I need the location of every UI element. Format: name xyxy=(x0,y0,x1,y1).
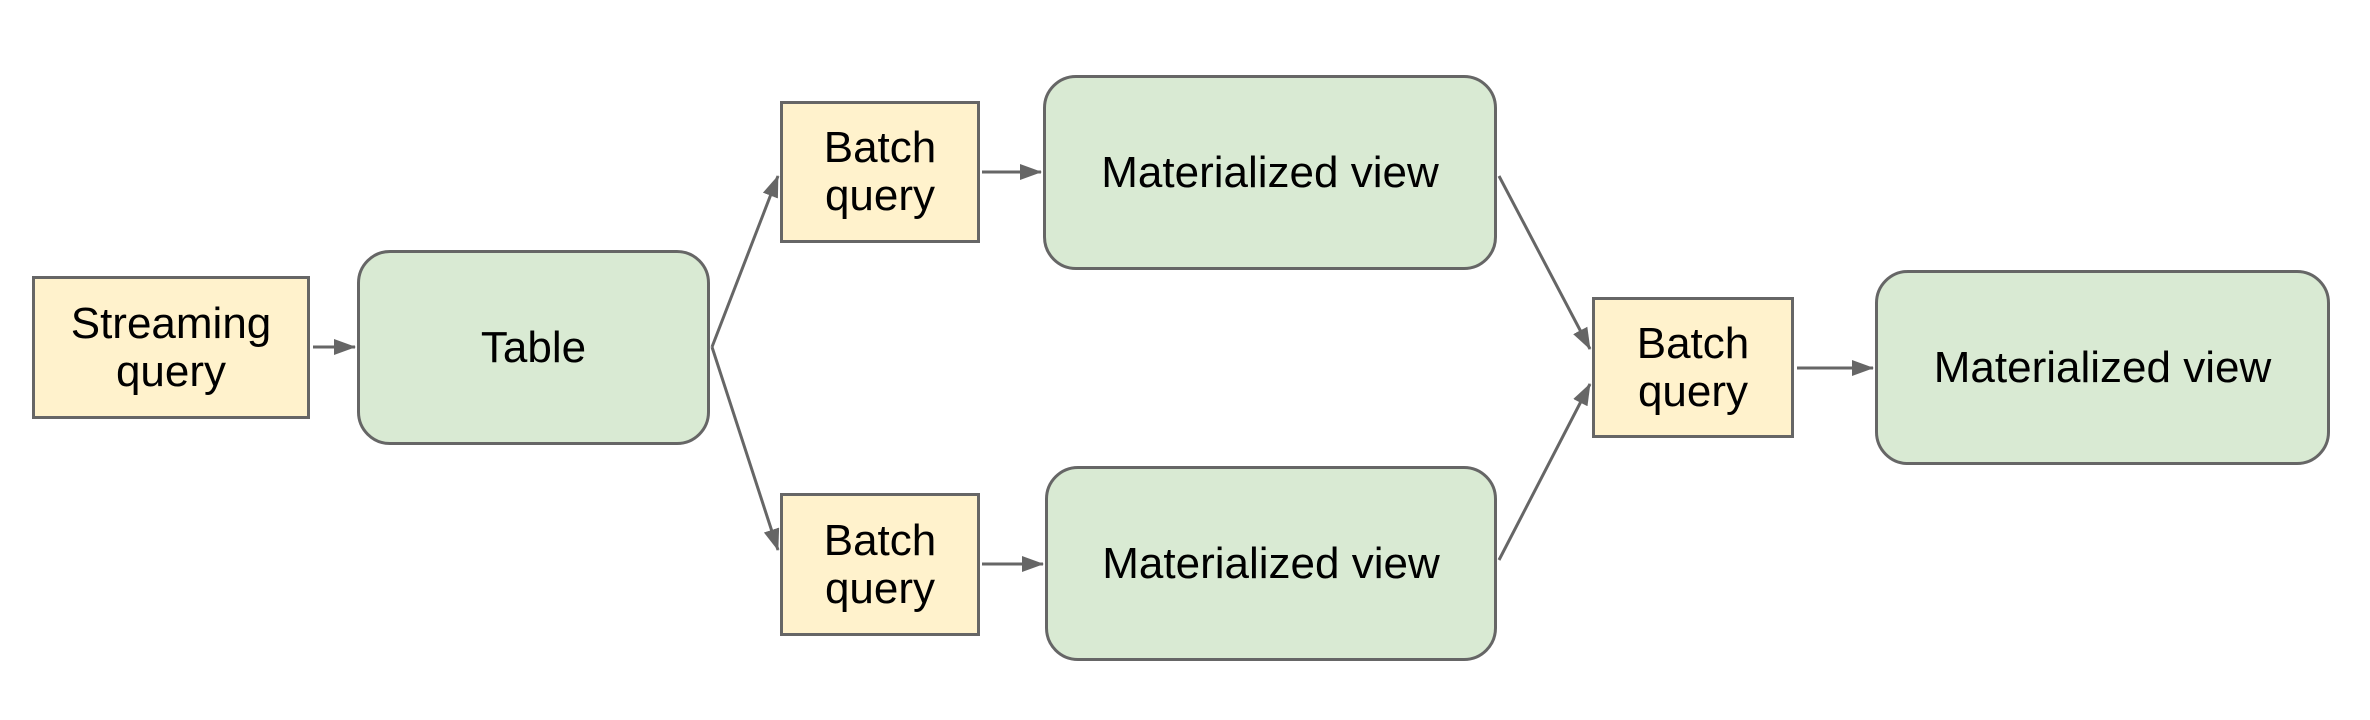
streaming-query-label: Streaming query xyxy=(70,298,272,396)
node-materialized-view-bottom: Materialized view xyxy=(1045,466,1497,661)
materialized-view-final-label: Materialized view xyxy=(1933,342,2272,392)
edge-table-to-batch-query-bottom xyxy=(710,346,780,551)
node-materialized-view-top: Materialized view xyxy=(1043,75,1497,270)
materialized-view-bottom-label: Materialized view xyxy=(1102,538,1440,588)
edge-materialized-view-top-to-batch-query-merge xyxy=(1497,175,1592,350)
node-batch-query-bottom: Batch query xyxy=(780,493,980,636)
node-materialized-view-final: Materialized view xyxy=(1875,270,2330,465)
node-streaming-query: Streaming query xyxy=(32,276,310,419)
table-label: Table xyxy=(480,322,587,372)
node-batch-query-top: Batch query xyxy=(780,101,980,243)
materialized-view-top-label: Materialized view xyxy=(1101,147,1439,197)
node-table: Table xyxy=(357,250,710,445)
batch-query-merge-label: Batch query xyxy=(1636,318,1750,416)
node-batch-query-merge: Batch query xyxy=(1592,297,1794,438)
edge-materialized-view-bottom-to-batch-query-merge xyxy=(1497,383,1592,561)
batch-query-bottom-label: Batch query xyxy=(823,515,937,613)
batch-query-top-label: Batch query xyxy=(823,123,937,220)
edge-table-to-batch-query-top xyxy=(710,175,780,348)
